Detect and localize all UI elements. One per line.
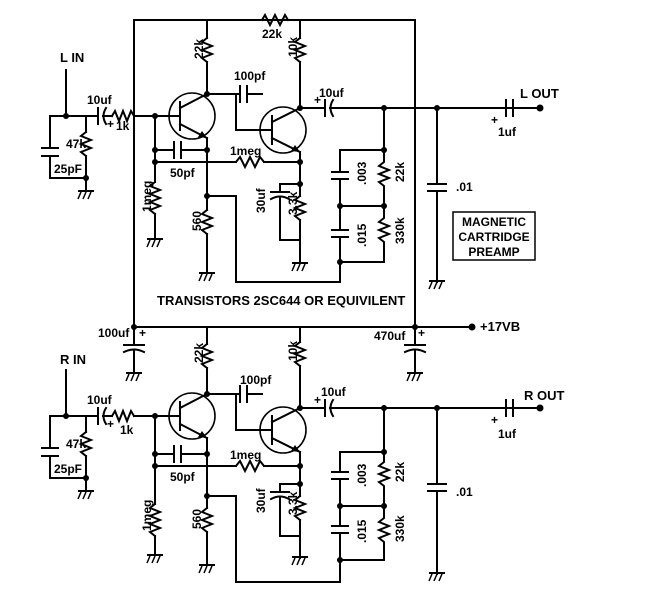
right-input-label: R IN (60, 352, 86, 367)
left-emitter-res-label: 560 (190, 211, 204, 231)
right-q2-emitter-res-label: 3.3k (286, 491, 300, 515)
right-output-cap-label: 10uf (321, 385, 347, 399)
left-eq-res2-label: 330k (393, 217, 407, 244)
right-out-shunt-cap-label: .01 (456, 485, 473, 499)
left-bypass-cap-label: 30uf (254, 187, 268, 213)
right-eq-cap2-label: .015 (355, 519, 369, 543)
supply-cap-right-label: 470uf (374, 329, 406, 343)
right-eq-res2-label: 330k (393, 515, 407, 542)
transistor-note: TRANSISTORS 2SC644 OR EQUIVILENT (157, 293, 405, 308)
title-line-3: PREAMP (468, 245, 519, 259)
right-q1-transistor (168, 392, 216, 440)
polarity-mark: + (314, 393, 321, 407)
supply-cap-left-label: 100uf (98, 326, 130, 340)
supply-label: +17VB (480, 319, 520, 334)
title-line-2: CARTRIDGE (458, 230, 529, 244)
polarity-mark: + (491, 413, 498, 427)
left-q1-collector-res-label: 22k (192, 39, 206, 59)
right-emitter-cap-label: 50pf (170, 470, 196, 484)
title-line-1: MAGNETIC (462, 215, 526, 229)
right-emitter-res-label: 560 (190, 509, 204, 529)
right-input-shunt-res-label: 47k (66, 437, 86, 451)
left-input-shunt-cap-label: 25pF (54, 162, 82, 176)
left-bias-res-label: 1meg (140, 181, 154, 212)
right-eq-res1-label: 22k (393, 462, 407, 482)
right-bias-res-label: 1meg (140, 500, 154, 531)
left-input-shunt-res-label: 47k (66, 137, 86, 151)
left-channel: L IN 25pF 47k 10uf + 1k 1meg (41, 19, 559, 290)
feedback-resistor (260, 12, 290, 28)
left-coupling-cap-label: 100pf (234, 69, 266, 83)
left-q2-collector-res-label: 10k (286, 37, 300, 57)
right-eq-cap1-label: .003 (355, 463, 369, 487)
polarity-mark: + (314, 93, 321, 107)
right-q2-collector-res-label: 10k (286, 341, 300, 361)
supply-cap-left (122, 339, 146, 382)
left-eq-res1-label: 22k (393, 162, 407, 182)
right-input-shunt-cap-label: 25pF (54, 462, 82, 476)
feedback-resistor-label: 22k (262, 27, 282, 41)
right-out-cap-label: 1uf (498, 427, 517, 441)
left-eq-cap2-label: .015 (355, 223, 369, 247)
polarity-mark: + (107, 117, 114, 131)
left-q1-transistor (168, 92, 216, 140)
left-feedback-res-label: 1meg (230, 144, 261, 158)
left-output-cap-label: 10uf (319, 86, 345, 100)
polarity-mark: + (491, 113, 498, 127)
left-eq-cap1-label: .003 (355, 161, 369, 185)
title-box: MAGNETIC CARTRIDGE PREAMP (452, 211, 536, 261)
polarity-mark: + (107, 417, 114, 431)
supply-cap-right (403, 339, 427, 382)
right-feedback-res-label: 1meg (230, 448, 261, 462)
right-coupling-cap-label: 100pf (240, 373, 272, 387)
left-input-cap-label: 10uf (87, 93, 113, 107)
right-input-res-label: 1k (120, 423, 134, 437)
right-bypass-cap-label: 30uf (254, 487, 268, 513)
left-output-label: L OUT (520, 86, 559, 101)
left-emitter-cap-label: 50pf (170, 166, 196, 180)
left-out-cap-label: 1uf (498, 125, 517, 139)
left-input-label: L IN (60, 50, 84, 65)
left-input-res-label: 1k (116, 119, 130, 133)
left-q2-emitter-res-label: 3.3k (286, 191, 300, 215)
right-q1-collector-res-label: 22k (192, 343, 206, 363)
right-input-cap-label: 10uf (87, 393, 113, 407)
left-out-shunt-cap-label: .01 (456, 180, 473, 194)
right-output-label: R OUT (524, 388, 565, 403)
polarity-mark: + (139, 326, 146, 340)
right-channel: R IN 25pF 47k 10uf + 1k 1meg (41, 326, 565, 583)
polarity-mark: + (418, 326, 425, 340)
